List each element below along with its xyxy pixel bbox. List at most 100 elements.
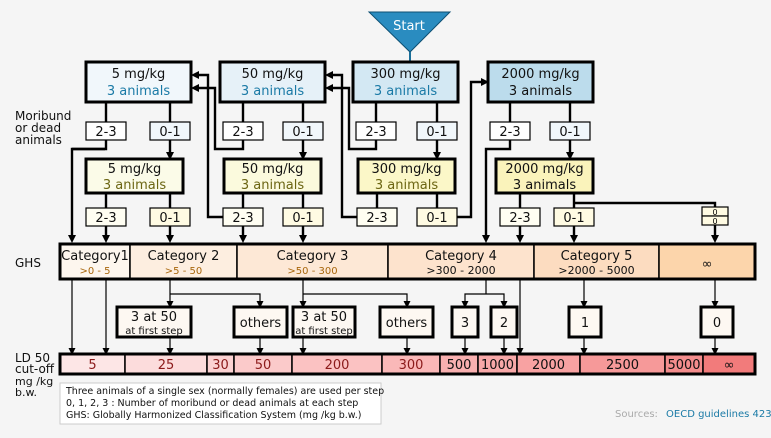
ghs-category: Category 4>300 - 2000 (387, 243, 535, 280)
ld50-value: 300 (399, 358, 424, 373)
outcome-box: 0-1 (549, 121, 591, 141)
outcome-box: 2-3 (222, 121, 264, 141)
ld50-rule-box: 0 (699, 305, 735, 339)
category-name: ∞ (702, 257, 713, 272)
step2-dose-box: 2000 mg/kg3 animals (494, 157, 595, 195)
outcome-box: 0-1 (553, 207, 595, 227)
ld50-value: ∞ (724, 358, 735, 373)
moribund-label: Moribund or dead animals (15, 109, 71, 147)
ld50-cutoff-cell: 200 (291, 353, 383, 375)
ld50-cutoff-cell: 2500 (579, 353, 666, 375)
ld50-rule-box: 1 (567, 305, 603, 339)
ld50-rule-box: 3 (450, 305, 480, 339)
step2-dose-box: 5 mg/kg3 animals (84, 157, 185, 195)
ld50-cutoff-cell: 300 (381, 353, 441, 375)
outcome-label: 2-3 (232, 211, 253, 226)
rule-sub-label: at first step (125, 326, 183, 337)
flow-arrow (574, 201, 717, 207)
outcome-box: 2-3 (355, 121, 397, 141)
step1-dose-box: 50 mg/kg 3 animals (218, 60, 327, 104)
flow-arrow (303, 293, 411, 308)
flow-arrow (68, 140, 108, 243)
dose-label: 2000 mg/kg (501, 67, 579, 82)
rule-label: 2 (500, 316, 508, 331)
outcome-box: 2-3 (85, 207, 127, 227)
ld50-cutoff-cell: 1000 (477, 353, 518, 375)
ghs-category: Category1 >0 - 5 (59, 243, 131, 280)
dose-label: 5 mg/kg (112, 67, 165, 82)
ghs-category: Category 2 >5 - 50 (129, 243, 238, 280)
rule-label: 3 (461, 316, 469, 331)
ld50-value: 1000 (481, 358, 514, 373)
outcome-box: 0-1 (149, 207, 191, 227)
svg-text:LD 50: LD 50 (15, 351, 50, 365)
outcome-label: 0-1 (563, 211, 584, 226)
rule-label: others (240, 316, 282, 331)
ld50-rule-box: 2 (489, 305, 519, 339)
animals-label: 3 animals (374, 84, 437, 99)
ld50-cutoff-cell: 2000 (516, 353, 581, 375)
outcome-label: 0-1 (559, 125, 580, 140)
ld50-value: 5000 (667, 358, 700, 373)
category-range: >2000 - 5000 (558, 264, 634, 277)
source-link[interactable]: OECD guidelines 423 (666, 409, 771, 420)
flow-arrow (191, 71, 223, 219)
outcome-box: 0-1 (282, 121, 324, 141)
note-line: Three animals of a single sex (normally … (65, 386, 384, 397)
ghs-label: GHS (15, 256, 41, 270)
ld50-value: 2000 (532, 358, 565, 373)
start-label: Start (393, 19, 425, 34)
svg-text:animals: animals (15, 133, 62, 147)
step1-dose-box: 2000 mg/kg 3 animals (486, 60, 595, 104)
flow-arrow (457, 78, 489, 219)
source-line: Sources: OECD guidelines 423 (615, 402, 771, 421)
ld50-value: 30 (212, 358, 229, 373)
category-range: >5 - 50 (165, 266, 202, 277)
dose-label: 300 mg/kg (370, 67, 440, 82)
dose-label: 50 mg/kg (242, 162, 304, 177)
outcome-box: 0-1 (416, 207, 458, 227)
rule-label: 0 (713, 316, 721, 331)
flow-arrow (170, 293, 264, 308)
step2-dose-box: 300 mg/kg3 animals (356, 157, 457, 195)
ld50-cutoff-cell: 500 (439, 353, 479, 375)
outcome-box: 2-3 (85, 121, 127, 141)
outcome-label: 2-3 (366, 211, 387, 226)
ghs-bar-border (58, 242, 757, 281)
svg-text:mg /kg: mg /kg (15, 375, 53, 388)
animals-label: 3 animals (509, 84, 572, 99)
ghs-category: Category 3>50 - 300 (236, 243, 389, 280)
animals-label: 3 animals (241, 84, 304, 99)
ld50-cutoff-cell: 30 (206, 353, 235, 375)
source-prefix: Sources: (615, 409, 658, 420)
start-marker: Start (367, 11, 452, 62)
outcome-label: 2-3 (509, 211, 530, 226)
ld50-cutoff-cell: 5 (59, 353, 126, 375)
dose-label: 5 mg/kg (108, 162, 161, 177)
outcome-label: 2-3 (95, 125, 116, 140)
ld50-value: 200 (325, 358, 350, 373)
step2-dose-box: 50 mg/kg3 animals (222, 157, 323, 195)
ld50-value: 50 (255, 358, 272, 373)
category-name: Category 2 (148, 249, 220, 264)
outcome-label: 0 (712, 208, 717, 217)
animals-label: 3 animals (107, 84, 170, 99)
note-line: 0, 1, 2, 3 : Number of moribund or dead … (66, 398, 358, 409)
svg-text:Moribund: Moribund (15, 109, 71, 123)
animals-label: 3 animals (103, 178, 166, 193)
ld50-rule-box: others (232, 305, 289, 339)
rule-label: 1 (581, 316, 589, 331)
outcome-label: 0-1 (292, 125, 313, 140)
dose-label: 2000 mg/kg (505, 162, 583, 177)
ld50-bar-border (58, 352, 757, 376)
category-range: >300 - 2000 (426, 264, 495, 277)
dose-label: 50 mg/kg (242, 67, 304, 82)
svg-text:b.w.: b.w. (15, 386, 37, 399)
category-name: Category1 (61, 249, 129, 264)
outcome-label: 0 (712, 217, 717, 226)
outcome-label: 0-1 (159, 211, 180, 226)
category-range: >0 - 5 (79, 266, 110, 277)
